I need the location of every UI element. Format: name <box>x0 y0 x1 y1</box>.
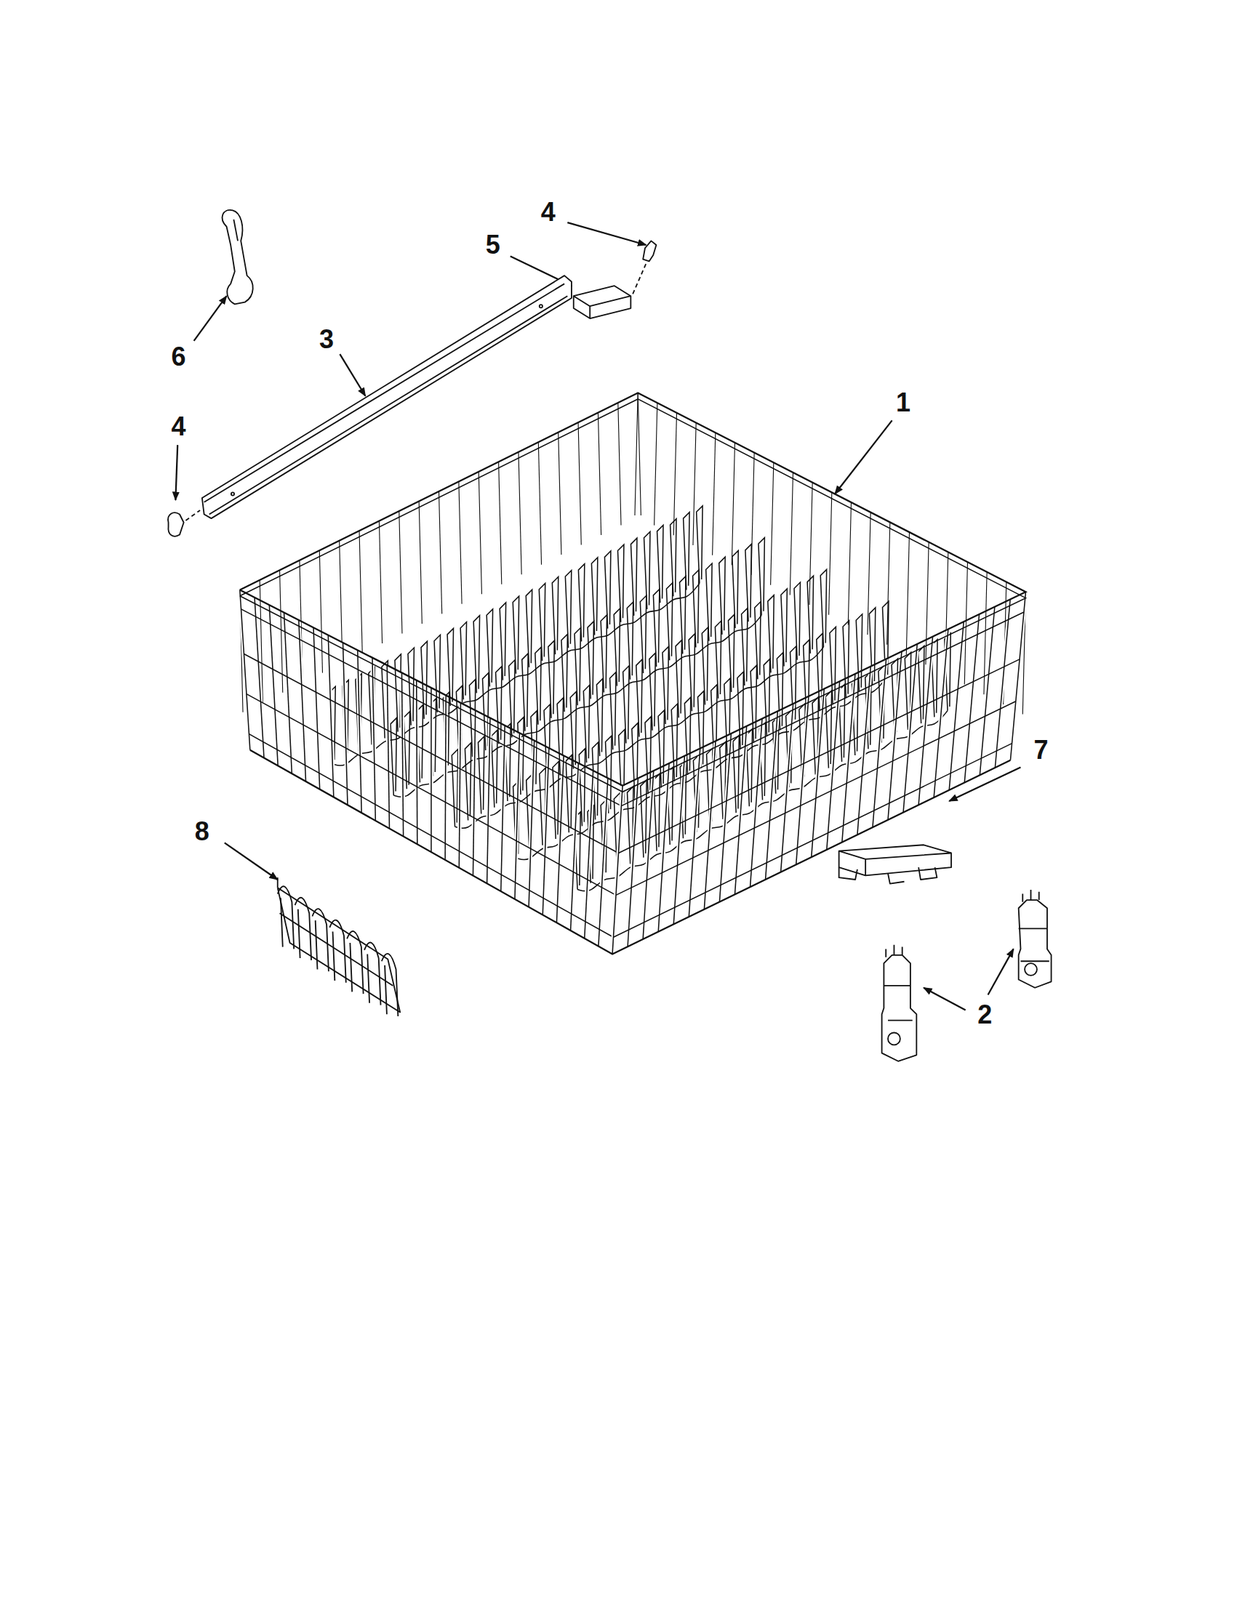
callout-number: 7 <box>1034 737 1049 764</box>
callout-number: 3 <box>319 326 334 353</box>
callout-number: 4 <box>541 199 556 226</box>
callout-number: 5 <box>485 231 501 259</box>
callout-number: 1 <box>895 389 911 416</box>
upper-rack <box>239 393 1027 955</box>
callout-number: 6 <box>171 343 187 371</box>
callout-number: 4 <box>171 413 187 440</box>
small-parts <box>167 210 1051 1062</box>
leader-lines <box>175 222 1021 1011</box>
callout-number: 2 <box>977 1002 992 1029</box>
callout-number: 8 <box>194 818 210 846</box>
